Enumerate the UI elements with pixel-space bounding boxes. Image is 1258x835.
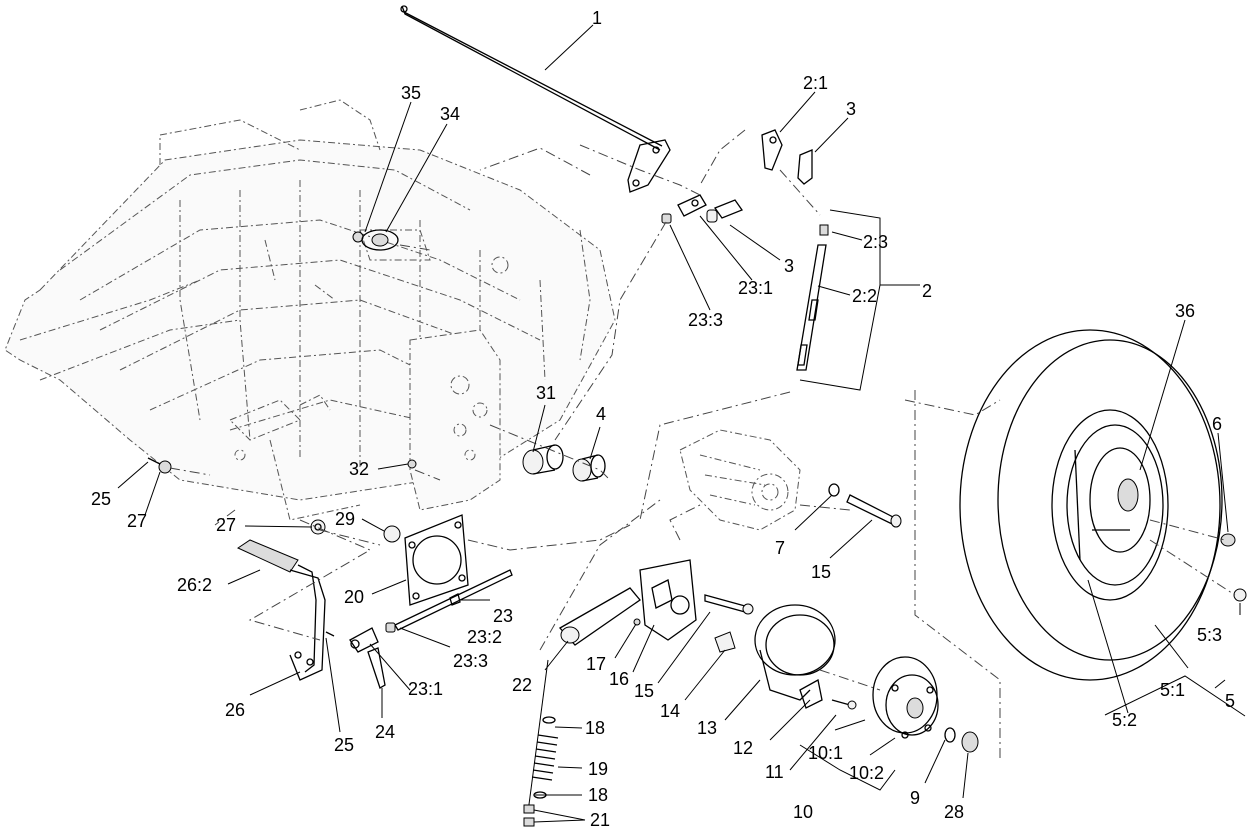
callout-5-1: 5:1 [1160,680,1185,700]
callout-26-2: 26:2 [177,575,212,595]
callout-35: 35 [401,83,421,103]
callout-22: 22 [512,675,532,695]
callout-27-left: 27 [127,511,147,531]
callout-15-bottom: 15 [634,681,654,701]
callout-34: 34 [440,104,460,124]
callout-31: 31 [536,383,556,403]
callout-23: 23 [493,606,513,626]
callout-3-top: 3 [846,99,856,119]
part-6-5-3-hardware [1220,533,1247,602]
leader-lines [117,24,1246,823]
part-10-hub [872,656,939,739]
callout-29: 29 [335,509,355,529]
callout-11: 11 [765,762,784,782]
part-1-rod [400,5,671,193]
part-5-wheel [959,329,1223,681]
callout-36: 36 [1175,301,1195,321]
callout-3-middle: 3 [784,256,794,276]
callout-18-bottom: 18 [588,785,608,805]
callout-14: 14 [660,701,680,721]
assembly-lines [169,129,1236,760]
callout-25-left: 25 [91,489,111,509]
callout-10: 10 [793,802,813,822]
callout-21: 21 [590,810,610,830]
callout-17: 17 [586,654,606,674]
callout-9: 9 [910,788,920,808]
callout-2-3: 2:3 [863,232,888,252]
callout-23-3-bottom: 23:3 [453,651,488,671]
callout-23-1-bottom: 23:1 [408,679,443,699]
callout-25-bottom: 25 [334,735,354,755]
callout-1: 1 [592,8,602,28]
part-9-28-hardware [944,727,979,753]
part-4-bushing [572,454,606,482]
callout-5-3: 5:3 [1197,625,1222,645]
part-2-rod-assembly [796,224,829,371]
wheel-motor [679,429,801,531]
callout-23-1-top: 23:1 [738,278,773,298]
part-7-15-bolt [828,483,902,528]
callout-4: 4 [596,404,606,424]
callout-5: 5 [1225,691,1235,711]
callout-28: 28 [944,802,964,822]
callout-5-2: 5:2 [1112,710,1137,730]
machine-frame [4,99,616,521]
callout-2-1: 2:1 [803,73,828,93]
part-20-plate [404,514,469,606]
callout-32: 32 [349,459,369,479]
callout-2: 2 [922,281,932,301]
callout-24: 24 [375,722,395,742]
callout-10-2: 10:2 [849,763,884,783]
callout-7: 7 [775,538,785,558]
callout-20: 20 [344,587,364,607]
callout-15-top: 15 [811,562,831,582]
callout-13: 13 [697,718,717,738]
callout-19: 19 [588,759,608,779]
callout-23-2: 23:2 [467,627,502,647]
callout-23-3-top: 23:3 [688,310,723,330]
callout-26: 26 [225,700,245,720]
part-2-1-clevis [761,129,813,185]
part-34-35-bushing [352,229,399,251]
part-13-brake-band [714,604,857,710]
callout-10-1: 10:1 [808,743,843,763]
callout-18-top: 18 [585,718,605,738]
callout-6: 6 [1212,414,1222,434]
part-16-bracket [558,559,754,646]
callout-27-middle: 27 [216,515,236,535]
callout-labels: 1 2:1 3 35 34 2:3 3 23:1 2 2:2 23:3 36 3… [91,8,1235,830]
callout-16: 16 [609,669,629,689]
part-23-clevis-top [661,194,744,224]
callout-12: 12 [733,738,753,758]
part-31-bushing [522,444,564,475]
part-26-pedal [236,539,326,681]
callout-2-2: 2:2 [852,286,877,306]
